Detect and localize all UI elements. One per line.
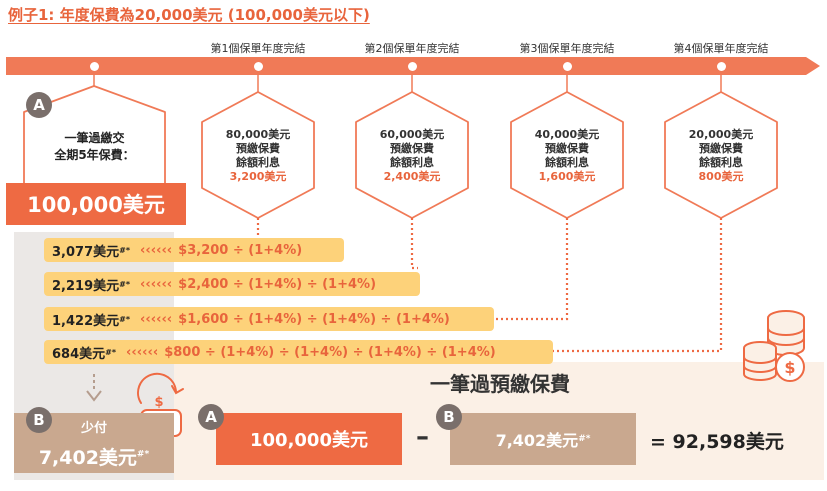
hex-line2: 餘額利息 (390, 156, 434, 169)
hex-interest: 3,200美元 (229, 170, 287, 183)
hex-line1: 預繳保費 (545, 142, 589, 155)
timeline-dot-start (90, 62, 99, 71)
hex-amount: 20,000美元 (688, 128, 754, 141)
year-label-4: 第4個保單年度完結 (673, 42, 769, 55)
coin-stack-icon: $ (743, 310, 805, 382)
hex-line2: 餘額利息 (545, 156, 589, 169)
hex-interest: 1,600美元 (538, 170, 596, 183)
calc-row-4: 684美元#* ‹‹‹‹‹‹ $800 ÷ (1+4%) ÷ (1+4%) ÷ … (44, 340, 553, 364)
saving-mark: #* (136, 449, 150, 460)
page-title: 例子1: 年度保費為20,000美元 (100,000美元以下) (8, 6, 370, 24)
calc-mark: #* (119, 279, 131, 289)
timeline-arrow-icon (806, 57, 820, 75)
lump-sum-amount: 100,000美元 (6, 183, 186, 225)
year-label-2: 第2個保單年度完結 (364, 42, 460, 55)
hex-interest: 800美元 (698, 170, 744, 183)
lump-sum-line2: 全期5年保費： (54, 148, 135, 162)
calc-row-2: 2,219美元#* ‹‹‹‹‹‹ $2,400 ÷ (1+4%) ÷ (1+4%… (44, 272, 420, 296)
calc-formula: $1,600 ÷ (1+4%) ÷ (1+4%) ÷ (1+4%) (178, 311, 450, 327)
lump-sum-label: 一筆過繳交 全期5年保費： (24, 130, 165, 164)
hexagon-3-text: 40,000美元 預繳保費 餘額利息 1,600美元 (512, 128, 622, 184)
hex-line1: 預繳保費 (699, 142, 743, 155)
calc-arrows: ‹‹‹‹‹‹ (140, 311, 173, 327)
equation-label: 一筆過預繳保費 (430, 372, 570, 396)
hex-line1: 預繳保費 (236, 142, 280, 155)
svg-text:$: $ (784, 358, 795, 377)
calc-formula: $800 ÷ (1+4%) ÷ (1+4%) ÷ (1+4%) ÷ (1+4%) (164, 344, 496, 360)
saving-amount: 7,402美元 (38, 447, 137, 469)
calc-mark: #* (105, 347, 117, 357)
hex-interest: 2,400美元 (383, 170, 441, 183)
calc-arrows: ‹‹‹‹‹‹ (140, 242, 173, 258)
dotted-link-3 (494, 218, 569, 321)
year-label-3: 第3個保單年度完結 (519, 42, 615, 55)
calc-value: 684美元 (52, 346, 106, 362)
hex-line2: 餘額利息 (699, 156, 743, 169)
badge-b: B (26, 407, 52, 433)
equation-badge-b: B (436, 404, 462, 430)
hexagon-4-text: 20,000美元 預繳保費 餘額利息 800美元 (666, 128, 776, 184)
dotted-link-4 (553, 218, 723, 353)
calc-row-1: 3,077美元#* ‹‹‹‹‹‹ $3,200 ÷ (1+4%) (44, 238, 344, 262)
equation-a-box: 100,000美元 (216, 413, 402, 465)
svg-text:$: $ (154, 395, 163, 410)
lump-sum-line1: 一筆過繳交 (64, 131, 125, 145)
year-label-1: 第1個保單年度完結 (210, 42, 306, 55)
dotted-link-2 (410, 218, 418, 270)
down-arrow-icon (86, 390, 102, 402)
hex-amount: 80,000美元 (225, 128, 291, 141)
equation-b-box: 7,402美元#* (450, 413, 636, 465)
equation-result: = 92,598美元 (650, 431, 784, 453)
timeline-dot-1 (254, 62, 263, 71)
calc-formula: $3,200 ÷ (1+4%) (178, 242, 303, 258)
hexagon-2-text: 60,000美元 預繳保費 餘額利息 2,400美元 (357, 128, 467, 184)
saving-label: 少付 (80, 421, 107, 436)
equation-badge-a: A (198, 404, 224, 430)
hex-line1: 預繳保費 (390, 142, 434, 155)
timeline-dot-3 (563, 62, 572, 71)
calc-value: 3,077美元 (52, 244, 120, 260)
timeline-bar (6, 57, 806, 75)
calc-arrows: ‹‹‹‹‹‹ (126, 344, 159, 360)
calc-arrows: ‹‹‹‹‹‹ (140, 276, 173, 292)
calc-formula: $2,400 ÷ (1+4%) ÷ (1+4%) (178, 276, 377, 292)
hex-line2: 餘額利息 (236, 156, 280, 169)
badge-a: A (26, 92, 52, 118)
hex-amount: 40,000美元 (534, 128, 600, 141)
timeline-dot-4 (717, 62, 726, 71)
hex-amount: 60,000美元 (379, 128, 445, 141)
minus-sign: – (416, 422, 429, 452)
timeline-dot-2 (408, 62, 417, 71)
saving-box: B 少付 7,402美元#* (14, 407, 174, 473)
saving-amount-wrap: 7,402美元#* (14, 443, 174, 470)
equation-b-value: 7,402美元 (495, 431, 579, 450)
hexagon-1-text: 80,000美元 預繳保費 餘額利息 3,200美元 (203, 128, 313, 184)
calc-row-3: 1,422美元#* ‹‹‹‹‹‹ $1,600 ÷ (1+4%) ÷ (1+4%… (44, 307, 494, 331)
calc-mark: #* (119, 314, 131, 324)
equation-b-mark: #* (578, 434, 591, 444)
calc-mark: #* (119, 245, 131, 255)
calc-value: 2,219美元 (52, 278, 120, 294)
calc-value: 1,422美元 (52, 313, 120, 329)
